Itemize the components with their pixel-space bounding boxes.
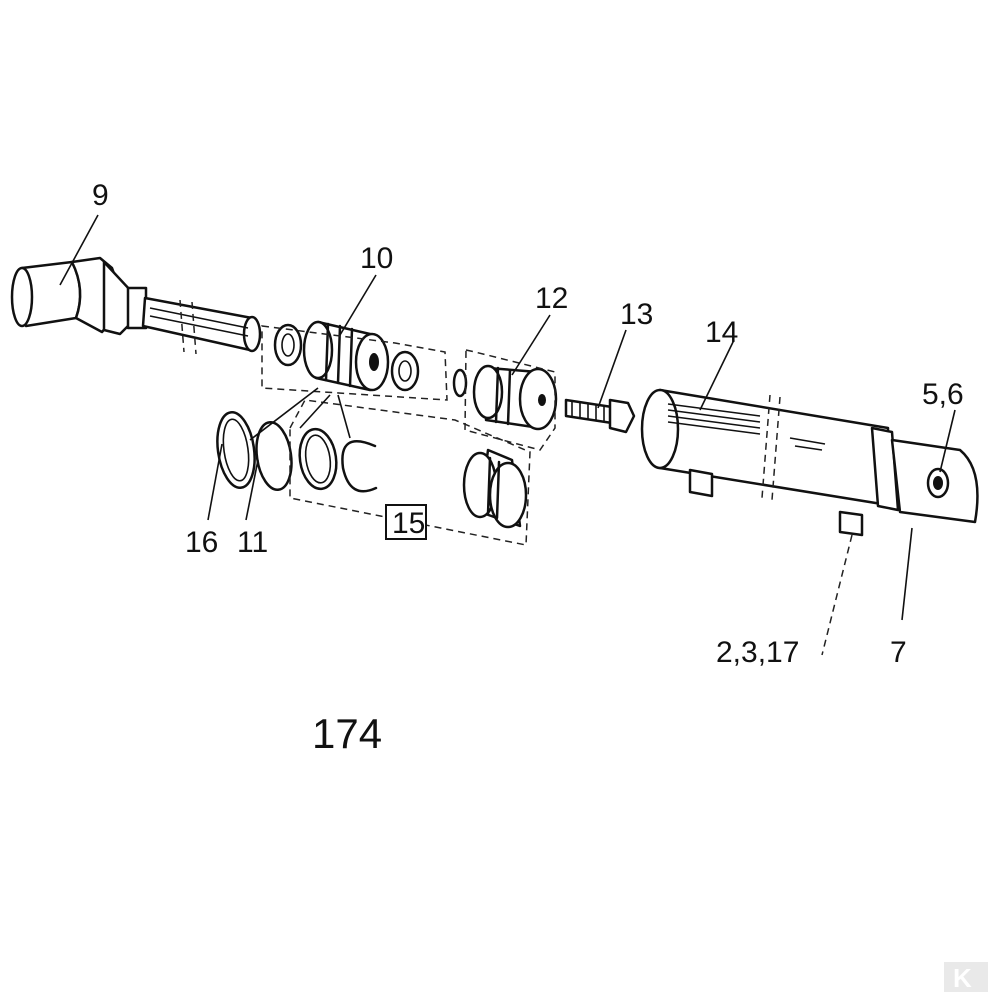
label-15-box: 15 — [385, 504, 427, 540]
part-labels: 9 10 12 13 14 5,6 16 11 15 2,3,17 7 — [92, 179, 964, 669]
part-14-cylinder-tube — [640, 388, 979, 537]
part-piston-seal — [462, 448, 528, 529]
label-13: 13 — [620, 298, 653, 331]
label-15: 15 — [392, 507, 425, 540]
label-2-3-17: 2,3,17 — [716, 636, 799, 669]
part-13-bolt — [564, 398, 636, 434]
label-7: 7 — [890, 636, 907, 669]
label-12: 12 — [535, 282, 568, 315]
watermark-logo: K — [944, 962, 988, 993]
part-10-piston — [261, 320, 448, 401]
label-9: 9 — [92, 179, 109, 212]
label-10: 10 — [360, 242, 393, 275]
svg-text:K: K — [953, 963, 972, 993]
label-16: 16 — [185, 526, 218, 559]
part-9-piston-rod — [10, 256, 262, 355]
figure-number: 174 — [312, 710, 382, 757]
leader-lines — [59, 214, 956, 656]
label-5-6: 5,6 — [922, 378, 964, 411]
part-12-cylinder-head — [452, 349, 558, 451]
label-11: 11 — [237, 526, 268, 559]
label-14: 14 — [705, 316, 738, 349]
seal-rings-group — [216, 399, 531, 546]
